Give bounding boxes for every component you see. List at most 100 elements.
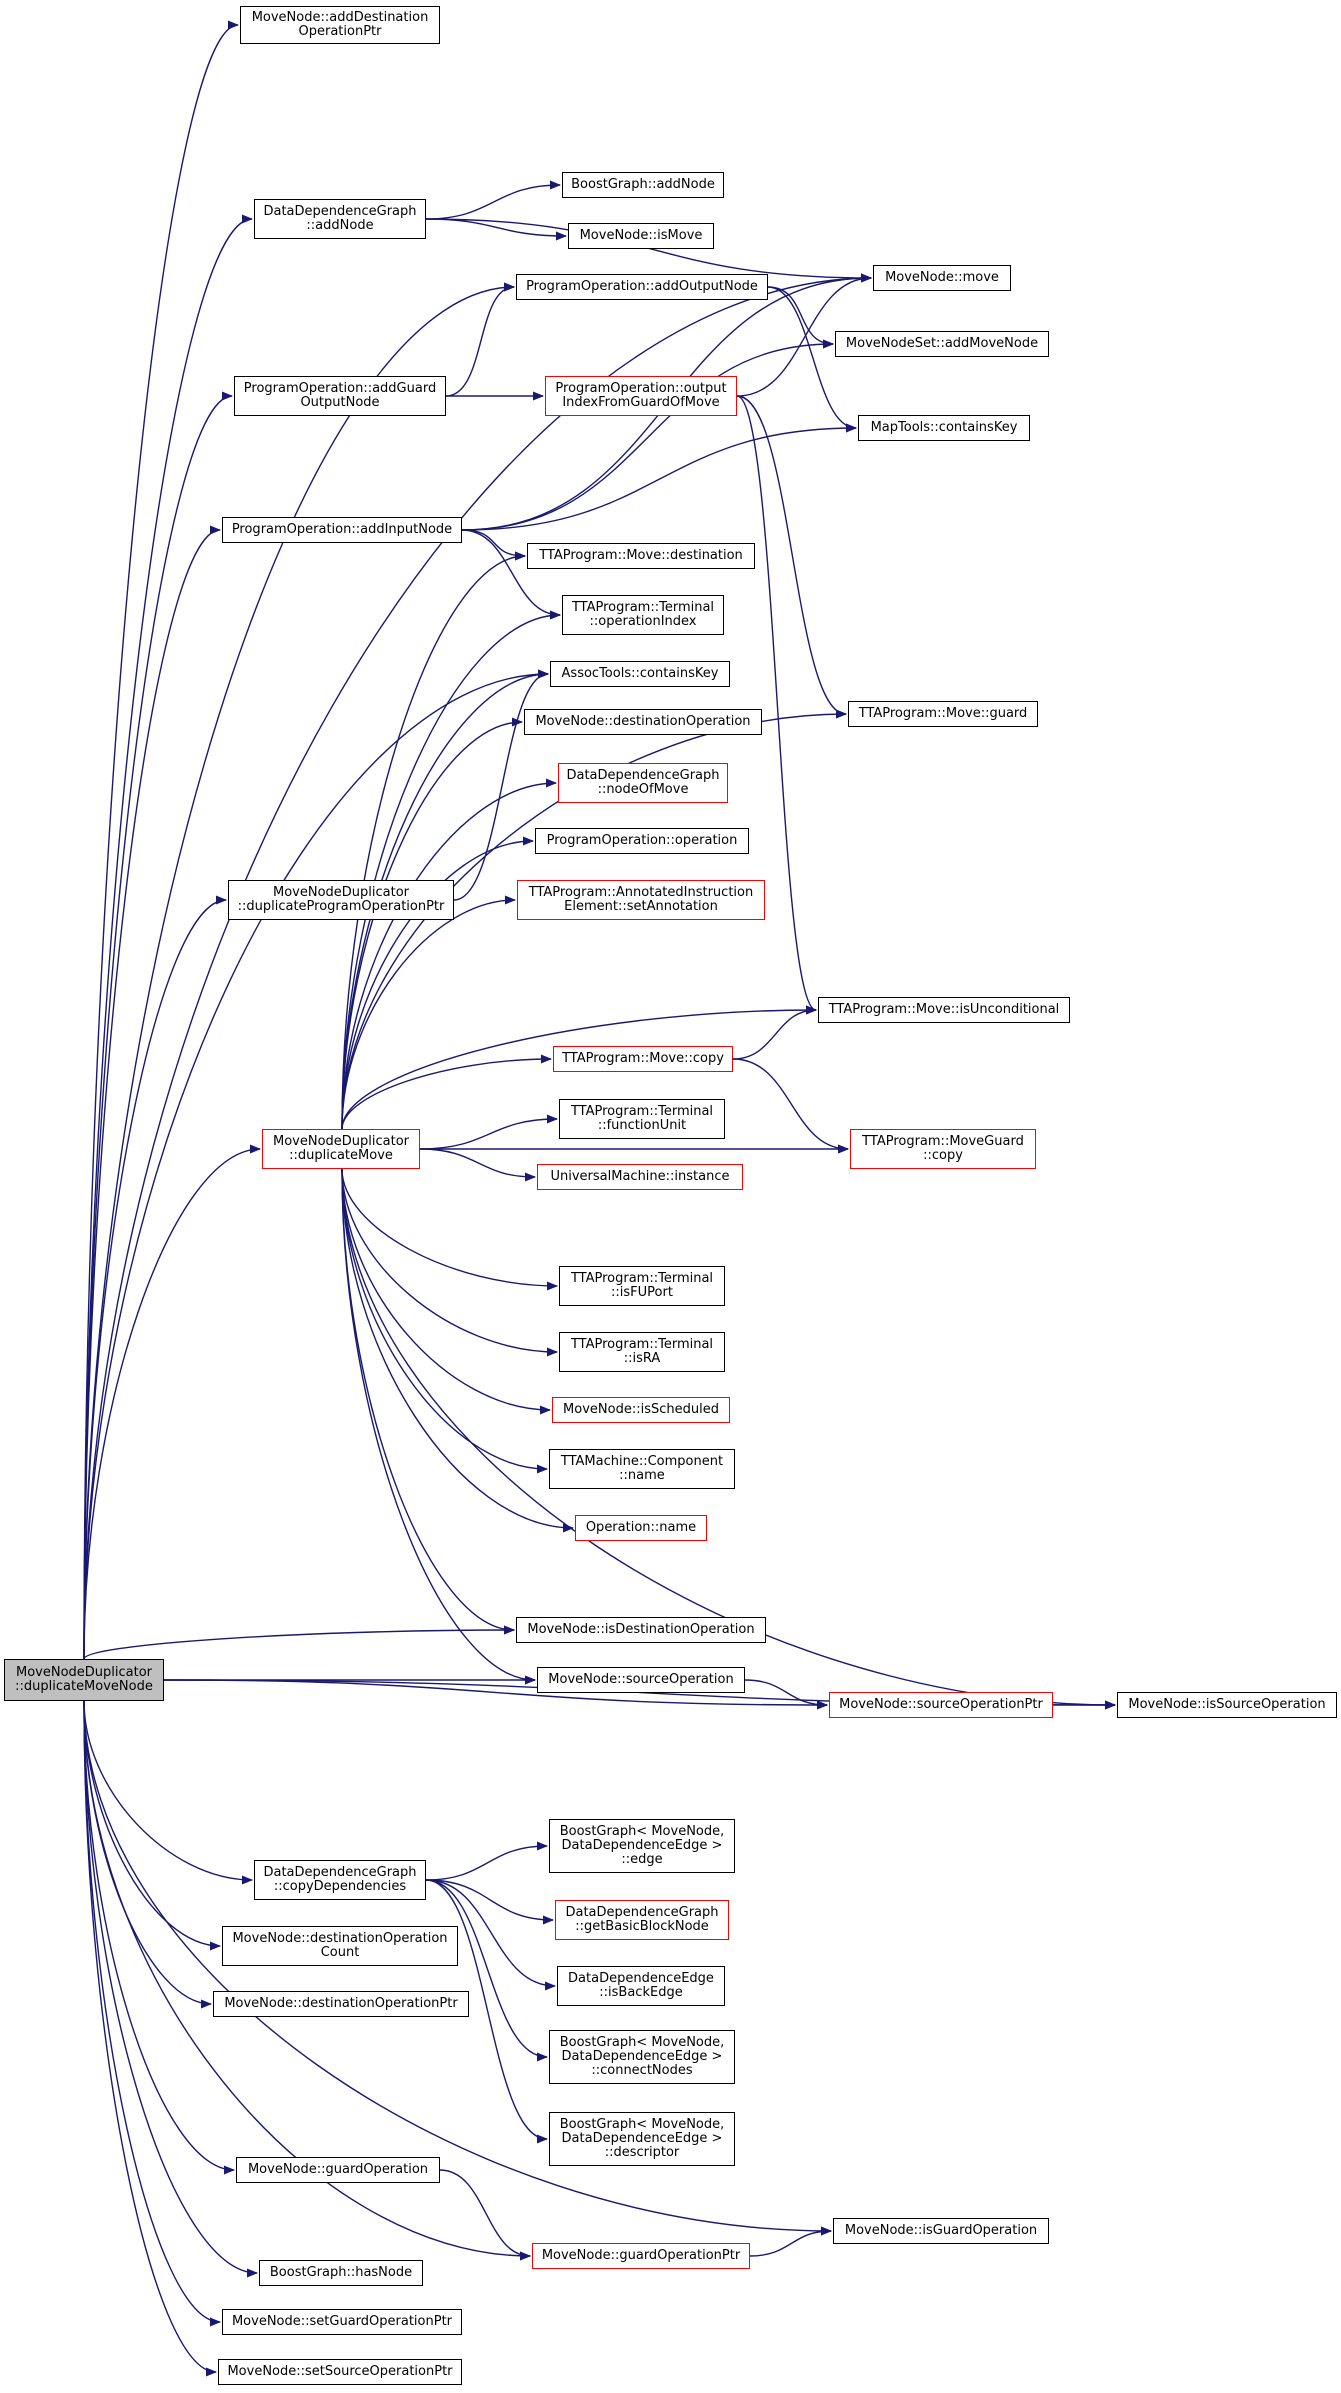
node-label-line: ProgramOperation::addGuard [243, 381, 437, 396]
node-label-line: ::connectNodes [591, 2063, 693, 2078]
call-edge-root-to-mn-is-guard-op [83, 1700, 833, 2236]
call-edge-root-to-po-add-output-node [83, 282, 516, 1660]
function-node-mn-is-guard-op[interactable]: MoveNode::isGuardOperation [833, 2218, 1049, 2244]
call-edge-root-to-po-add-guard-output-node [83, 391, 234, 1660]
call-edge-po-output-index-to-move-guard [736, 395, 848, 719]
call-edge-root-to-mn-dest-op-ptr [83, 1700, 213, 2009]
function-node-po-add-output-node[interactable]: ProgramOperation::addOutputNode [516, 274, 768, 300]
function-node-op-name[interactable]: Operation::name [575, 1515, 707, 1541]
function-node-move-is-uncond[interactable]: TTAProgram::Move::isUnconditional [818, 997, 1070, 1023]
function-node-move-destination[interactable]: TTAProgram::Move::destination [527, 543, 755, 569]
node-label-line: Count [320, 1945, 360, 1960]
function-node-mn-move[interactable]: MoveNode::move [873, 265, 1011, 291]
call-edge-mnd-dup-move-to-mn-source-op [341, 1168, 537, 1685]
function-node-po-add-input-node[interactable]: ProgramOperation::addInputNode [222, 517, 462, 543]
function-node-bg-edge[interactable]: BoostGraph< MoveNode,DataDependenceEdge … [549, 1819, 735, 1873]
function-node-mn-is-dest-op[interactable]: MoveNode::isDestinationOperation [516, 1617, 766, 1643]
node-label-line: MoveNode::guardOperationPtr [541, 2248, 741, 2263]
call-edge-po-add-input-node-to-mns-add-move-node [461, 339, 835, 531]
call-edge-root-to-po-add-input-node [83, 525, 222, 1660]
call-edge-ddg-copy-deps-to-bg-descriptor [425, 1879, 549, 2144]
function-node-ddg-copy-deps[interactable]: DataDependenceGraph::copyDependencies [254, 1860, 426, 1900]
function-node-ddg-add-node[interactable]: DataDependenceGraph::addNode [254, 199, 426, 239]
function-node-mnd-dup-po[interactable]: MoveNodeDuplicator::duplicateProgramOper… [228, 880, 454, 920]
function-node-ddg-node-of-move[interactable]: DataDependenceGraph::nodeOfMove [558, 763, 728, 803]
function-node-comp-name[interactable]: TTAMachine::Component::name [549, 1449, 735, 1489]
function-node-mg-copy[interactable]: TTAProgram::MoveGuard::copy [850, 1129, 1036, 1169]
function-node-term-fu[interactable]: TTAProgram::Terminal::functionUnit [559, 1099, 725, 1139]
call-edge-mnd-dup-move-to-term-fu [419, 1114, 559, 1150]
function-node-at-contains-key[interactable]: AssocTools::containsKey [550, 661, 730, 687]
function-node-mn-guard-op[interactable]: MoveNode::guardOperation [236, 2157, 440, 2183]
call-edge-ddg-copy-deps-to-bg-connect [425, 1879, 549, 2062]
function-node-term-is-ra[interactable]: TTAProgram::Terminal::isRA [559, 1332, 725, 1372]
node-label-line: DataDependenceGraph [566, 768, 720, 783]
node-label-line: BoostGraph::hasNode [269, 2265, 413, 2280]
function-node-mn-is-source-op[interactable]: MoveNode::isSourceOperation [1117, 1692, 1337, 1718]
node-label-line: ::duplicateMoveNode [15, 1679, 153, 1694]
node-label-line: MoveNodeDuplicator [272, 885, 410, 900]
function-node-dhe-is-back-edge[interactable]: DataDependenceEdge::isBackEdge [557, 1966, 725, 2006]
function-node-ddg-get-bbnode[interactable]: DataDependenceGraph::getBasicBlockNode [555, 1900, 729, 1940]
node-label-line: TTAProgram::Move::destination [539, 548, 743, 563]
function-node-term-is-fuport[interactable]: TTAProgram::Terminal::isFUPort [559, 1266, 725, 1306]
node-label-line: ProgramOperation::output [555, 381, 727, 396]
call-edge-po-add-guard-output-node-to-po-add-output-node [445, 282, 516, 397]
call-edge-root-to-mn-set-guard-op-ptr [83, 1700, 222, 2327]
node-label-line: MoveNode::isMove [579, 228, 703, 243]
function-node-bg-descriptor[interactable]: BoostGraph< MoveNode,DataDependenceEdge … [549, 2112, 735, 2166]
function-node-mt-contains-key[interactable]: MapTools::containsKey [858, 415, 1030, 441]
function-node-mns-add-move-node[interactable]: MoveNodeSet::addMoveNode [835, 331, 1049, 357]
function-node-mn-dest-op-ptr[interactable]: MoveNode::destinationOperationPtr [213, 1991, 469, 2017]
node-label-line: Operation::name [585, 1520, 697, 1535]
function-node-mn-is-move[interactable]: MoveNode::isMove [568, 223, 714, 249]
function-node-mn-source-op[interactable]: MoveNode::sourceOperation [537, 1667, 745, 1693]
function-node-mn-set-source-op-ptr[interactable]: MoveNode::setSourceOperationPtr [218, 2359, 462, 2385]
function-node-um-instance[interactable]: UniversalMachine::instance [537, 1164, 743, 1190]
node-label-line: ProgramOperation::addOutputNode [526, 279, 758, 294]
function-node-bg-connect[interactable]: BoostGraph< MoveNode,DataDependenceEdge … [549, 2030, 735, 2084]
node-label-line: TTAProgram::Terminal [570, 1337, 714, 1352]
function-node-bg-add-node[interactable]: BoostGraph::addNode [562, 172, 724, 198]
function-node-mn-is-scheduled[interactable]: MoveNode::isScheduled [552, 1397, 730, 1423]
call-edge-root-to-ddg-add-node [83, 214, 254, 1660]
function-node-mn-source-op-ptr[interactable]: MoveNode::sourceOperationPtr [829, 1692, 1053, 1718]
node-label-line: ::addNode [306, 218, 374, 233]
node-label-line: MoveNode::isSourceOperation [1128, 1697, 1326, 1712]
node-label-line: TTAProgram::Move::guard [858, 706, 1028, 721]
node-label-line: AssocTools::containsKey [561, 666, 719, 681]
node-label-line: BoostGraph< MoveNode, [559, 2117, 725, 2132]
call-edge-mnd-dup-move-to-move-copy [341, 1054, 553, 1130]
node-label-line: OutputNode [300, 395, 380, 410]
function-node-mn-dest-op[interactable]: MoveNode::destinationOperation [524, 709, 762, 735]
node-label-line: DataDependenceGraph [263, 1865, 417, 1880]
node-label-line: ::duplicateProgramOperationPtr [237, 899, 445, 914]
call-edge-move-copy-to-move-is-uncond [732, 1005, 818, 1060]
node-label-line: ::isFUPort [611, 1285, 673, 1300]
function-node-mn-guard-op-ptr[interactable]: MoveNode::guardOperationPtr [532, 2243, 750, 2269]
node-label-line: MoveNode::addDestination [251, 10, 429, 25]
call-edge-mnd-dup-move-to-comp-name [341, 1168, 549, 1474]
node-label-line: ::copyDependencies [273, 1879, 407, 1894]
call-edge-root-to-mn-source-op-ptr [163, 1679, 829, 1710]
node-label-line: TTAProgram::Terminal [570, 1271, 714, 1286]
function-node-mnd-dup-move[interactable]: MoveNodeDuplicator::duplicateMove [262, 1129, 420, 1169]
function-node-move-copy[interactable]: TTAProgram::Move::copy [553, 1046, 733, 1072]
function-node-term-op-index[interactable]: TTAProgram::Terminal::operationIndex [562, 595, 724, 635]
call-edge-mnd-dup-move-to-op-name [341, 1168, 575, 1533]
node-label-line: DataDependenceEdge [568, 1971, 714, 1986]
node-label-line: DataDependenceGraph [565, 1905, 719, 1920]
node-label-line: ProgramOperation::operation [546, 833, 738, 848]
function-node-bg-has-node[interactable]: BoostGraph::hasNode [259, 2260, 423, 2286]
call-edge-mn-source-op-to-mn-source-op-ptr [744, 1679, 829, 1710]
function-node-move-guard[interactable]: TTAProgram::Move::guard [848, 701, 1038, 727]
function-node-mn-set-guard-op-ptr[interactable]: MoveNode::setGuardOperationPtr [222, 2309, 462, 2335]
node-label-line: TTAProgram::Terminal [570, 1104, 714, 1119]
node-label-line: UniversalMachine::instance [550, 1169, 730, 1184]
function-node-po-operation[interactable]: ProgramOperation::operation [535, 828, 749, 854]
